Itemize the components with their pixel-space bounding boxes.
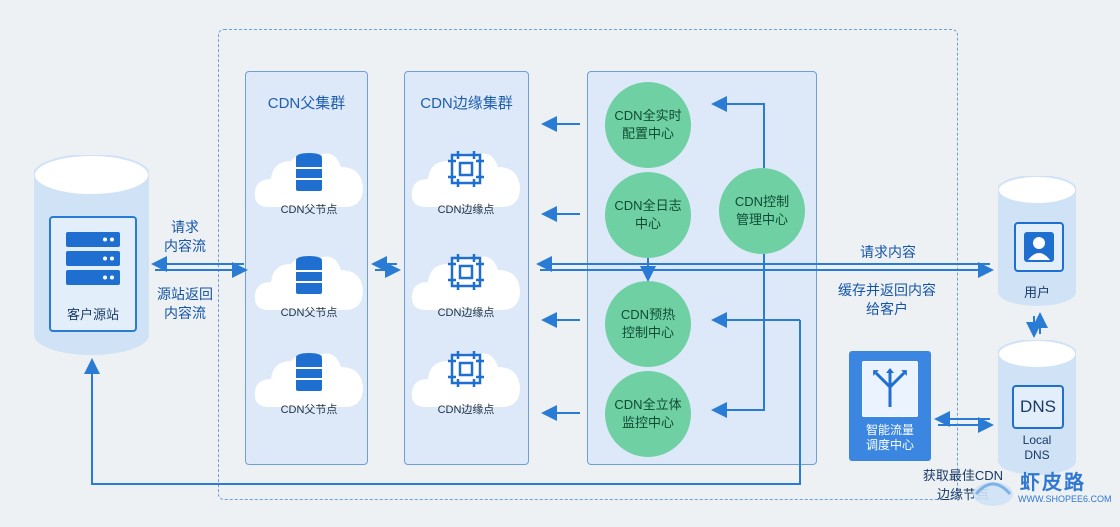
- server-icon: [66, 232, 120, 291]
- realtime-config-center: CDN全实时 配置中心: [605, 82, 691, 168]
- parent-node-label: CDN父节点: [280, 307, 338, 319]
- parent-node-cloud: [249, 145, 369, 220]
- database-icon: [254, 256, 363, 310]
- user-icon: [1014, 222, 1064, 272]
- database-icon: [254, 153, 363, 207]
- watermark-url: WWW.SHOPEE6.COM: [1018, 494, 1112, 504]
- user-label: 用户: [1023, 285, 1050, 300]
- edge-node-cloud: [406, 145, 526, 220]
- edge-cluster-title: CDN边缘集群: [420, 95, 513, 112]
- edge-node-label: CDN边缘点: [437, 404, 495, 416]
- dns-label: Local DNS: [1022, 433, 1052, 462]
- origin-return-label: 源站返回 内容流: [157, 286, 213, 321]
- edge-node-icon: [411, 151, 520, 207]
- request-to-origin-label: 请求 内容流: [164, 219, 206, 254]
- edge-node-icon: [411, 351, 520, 407]
- dns-icon: DNS: [1012, 385, 1064, 429]
- route-split-icon: [861, 360, 919, 422]
- parent-node-cloud: [249, 345, 369, 420]
- database-icon: [254, 353, 363, 407]
- edge-node-label: CDN边缘点: [437, 307, 495, 319]
- monitor-center: CDN全立体 监控中心: [605, 371, 691, 457]
- edge-node-cloud: [406, 345, 526, 420]
- edge-node-icon: [411, 254, 520, 310]
- watermark-text: 虾皮路: [1020, 472, 1086, 494]
- parent-node-cloud: [249, 248, 369, 323]
- origin-label: 客户源站: [66, 307, 119, 322]
- request-content-label: 请求内容: [860, 244, 916, 260]
- smart-scheduler-label: 智能流量 调度中心: [865, 423, 914, 452]
- control-management-center: CDN控制 管理中心: [719, 168, 805, 254]
- edge-node-label: CDN边缘点: [437, 204, 495, 216]
- log-center: CDN全日志 中心: [605, 172, 691, 258]
- cache-return-label: 缓存并返回内容 给客户: [838, 282, 936, 317]
- parent-cluster-title: CDN父集群: [267, 95, 346, 112]
- parent-node-label: CDN父节点: [280, 204, 338, 216]
- preheat-control-center: CDN预热 控制中心: [605, 281, 691, 367]
- smart-scheduler-box: 智能流量 调度中心: [849, 351, 931, 461]
- watermark-logo-icon: [968, 472, 1018, 517]
- parent-node-label: CDN父节点: [280, 404, 338, 416]
- edge-node-cloud: [406, 248, 526, 323]
- origin-server-box: 客户源站: [49, 216, 137, 332]
